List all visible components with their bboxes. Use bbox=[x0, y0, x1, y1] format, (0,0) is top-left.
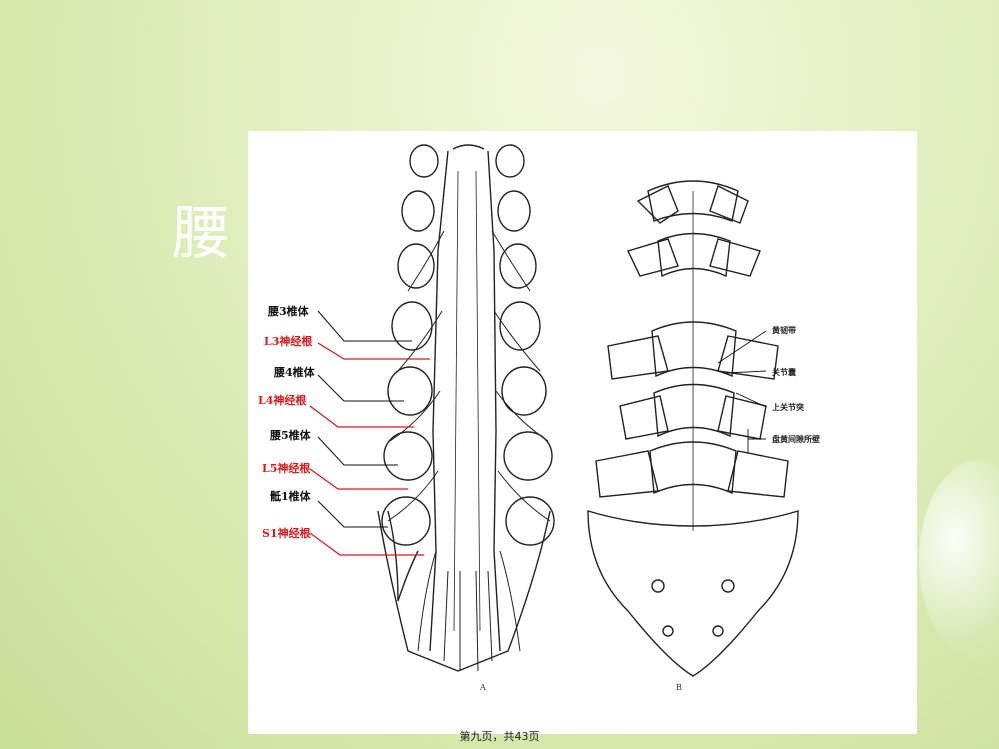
label-joint-capsule: 关节囊 bbox=[772, 368, 796, 377]
leader-lines-right bbox=[717, 330, 767, 453]
leader-lines-red bbox=[309, 342, 430, 556]
label-l4-vertebra: 腰4椎体 bbox=[274, 366, 315, 379]
slide-title: 腰 bbox=[172, 199, 233, 267]
label-l3-nerve-root: L3神经根 bbox=[264, 335, 313, 348]
vertebra-column-b bbox=[595, 180, 789, 498]
label-s1-nerve-root: S1神经根 bbox=[262, 527, 311, 540]
vertebra-column-a-right bbox=[495, 144, 555, 546]
decorative-orb bbox=[919, 460, 999, 660]
label-ligamentum-flavum: 黄韧带 bbox=[772, 326, 796, 335]
label-superior-articular-process: 上关节突 bbox=[772, 403, 804, 412]
leader-lines-black bbox=[317, 310, 412, 528]
label-s1-vertebra: 骶1椎体 bbox=[270, 490, 311, 503]
label-l5-nerve-root: L5神经根 bbox=[262, 462, 311, 475]
label-l3-vertebra: 腰3椎体 bbox=[268, 305, 309, 318]
anatomy-figure-panel: 腰3椎体 L3神经根 腰4椎体 L4神经根 腰5椎体 L5神经根 骶1椎体 S1… bbox=[248, 131, 917, 734]
spine-illustration bbox=[309, 144, 799, 677]
sacrum-a bbox=[377, 510, 551, 672]
nerve-roots-a bbox=[387, 230, 551, 672]
figure-letter-b: B bbox=[676, 683, 682, 692]
label-l4-nerve-root: L4神经根 bbox=[258, 394, 307, 407]
label-disc-interspace-wall: 盘黄间隙所壁 bbox=[772, 435, 820, 444]
figure-letter-a: A bbox=[480, 683, 486, 692]
page-number-footer: 第九页，共43页 bbox=[459, 730, 540, 743]
label-l5-vertebra: 腰5椎体 bbox=[270, 429, 311, 442]
vertebra-column-a-left bbox=[381, 144, 439, 602]
sacrum-b bbox=[587, 510, 799, 677]
spinal-cord-outline bbox=[429, 150, 501, 652]
